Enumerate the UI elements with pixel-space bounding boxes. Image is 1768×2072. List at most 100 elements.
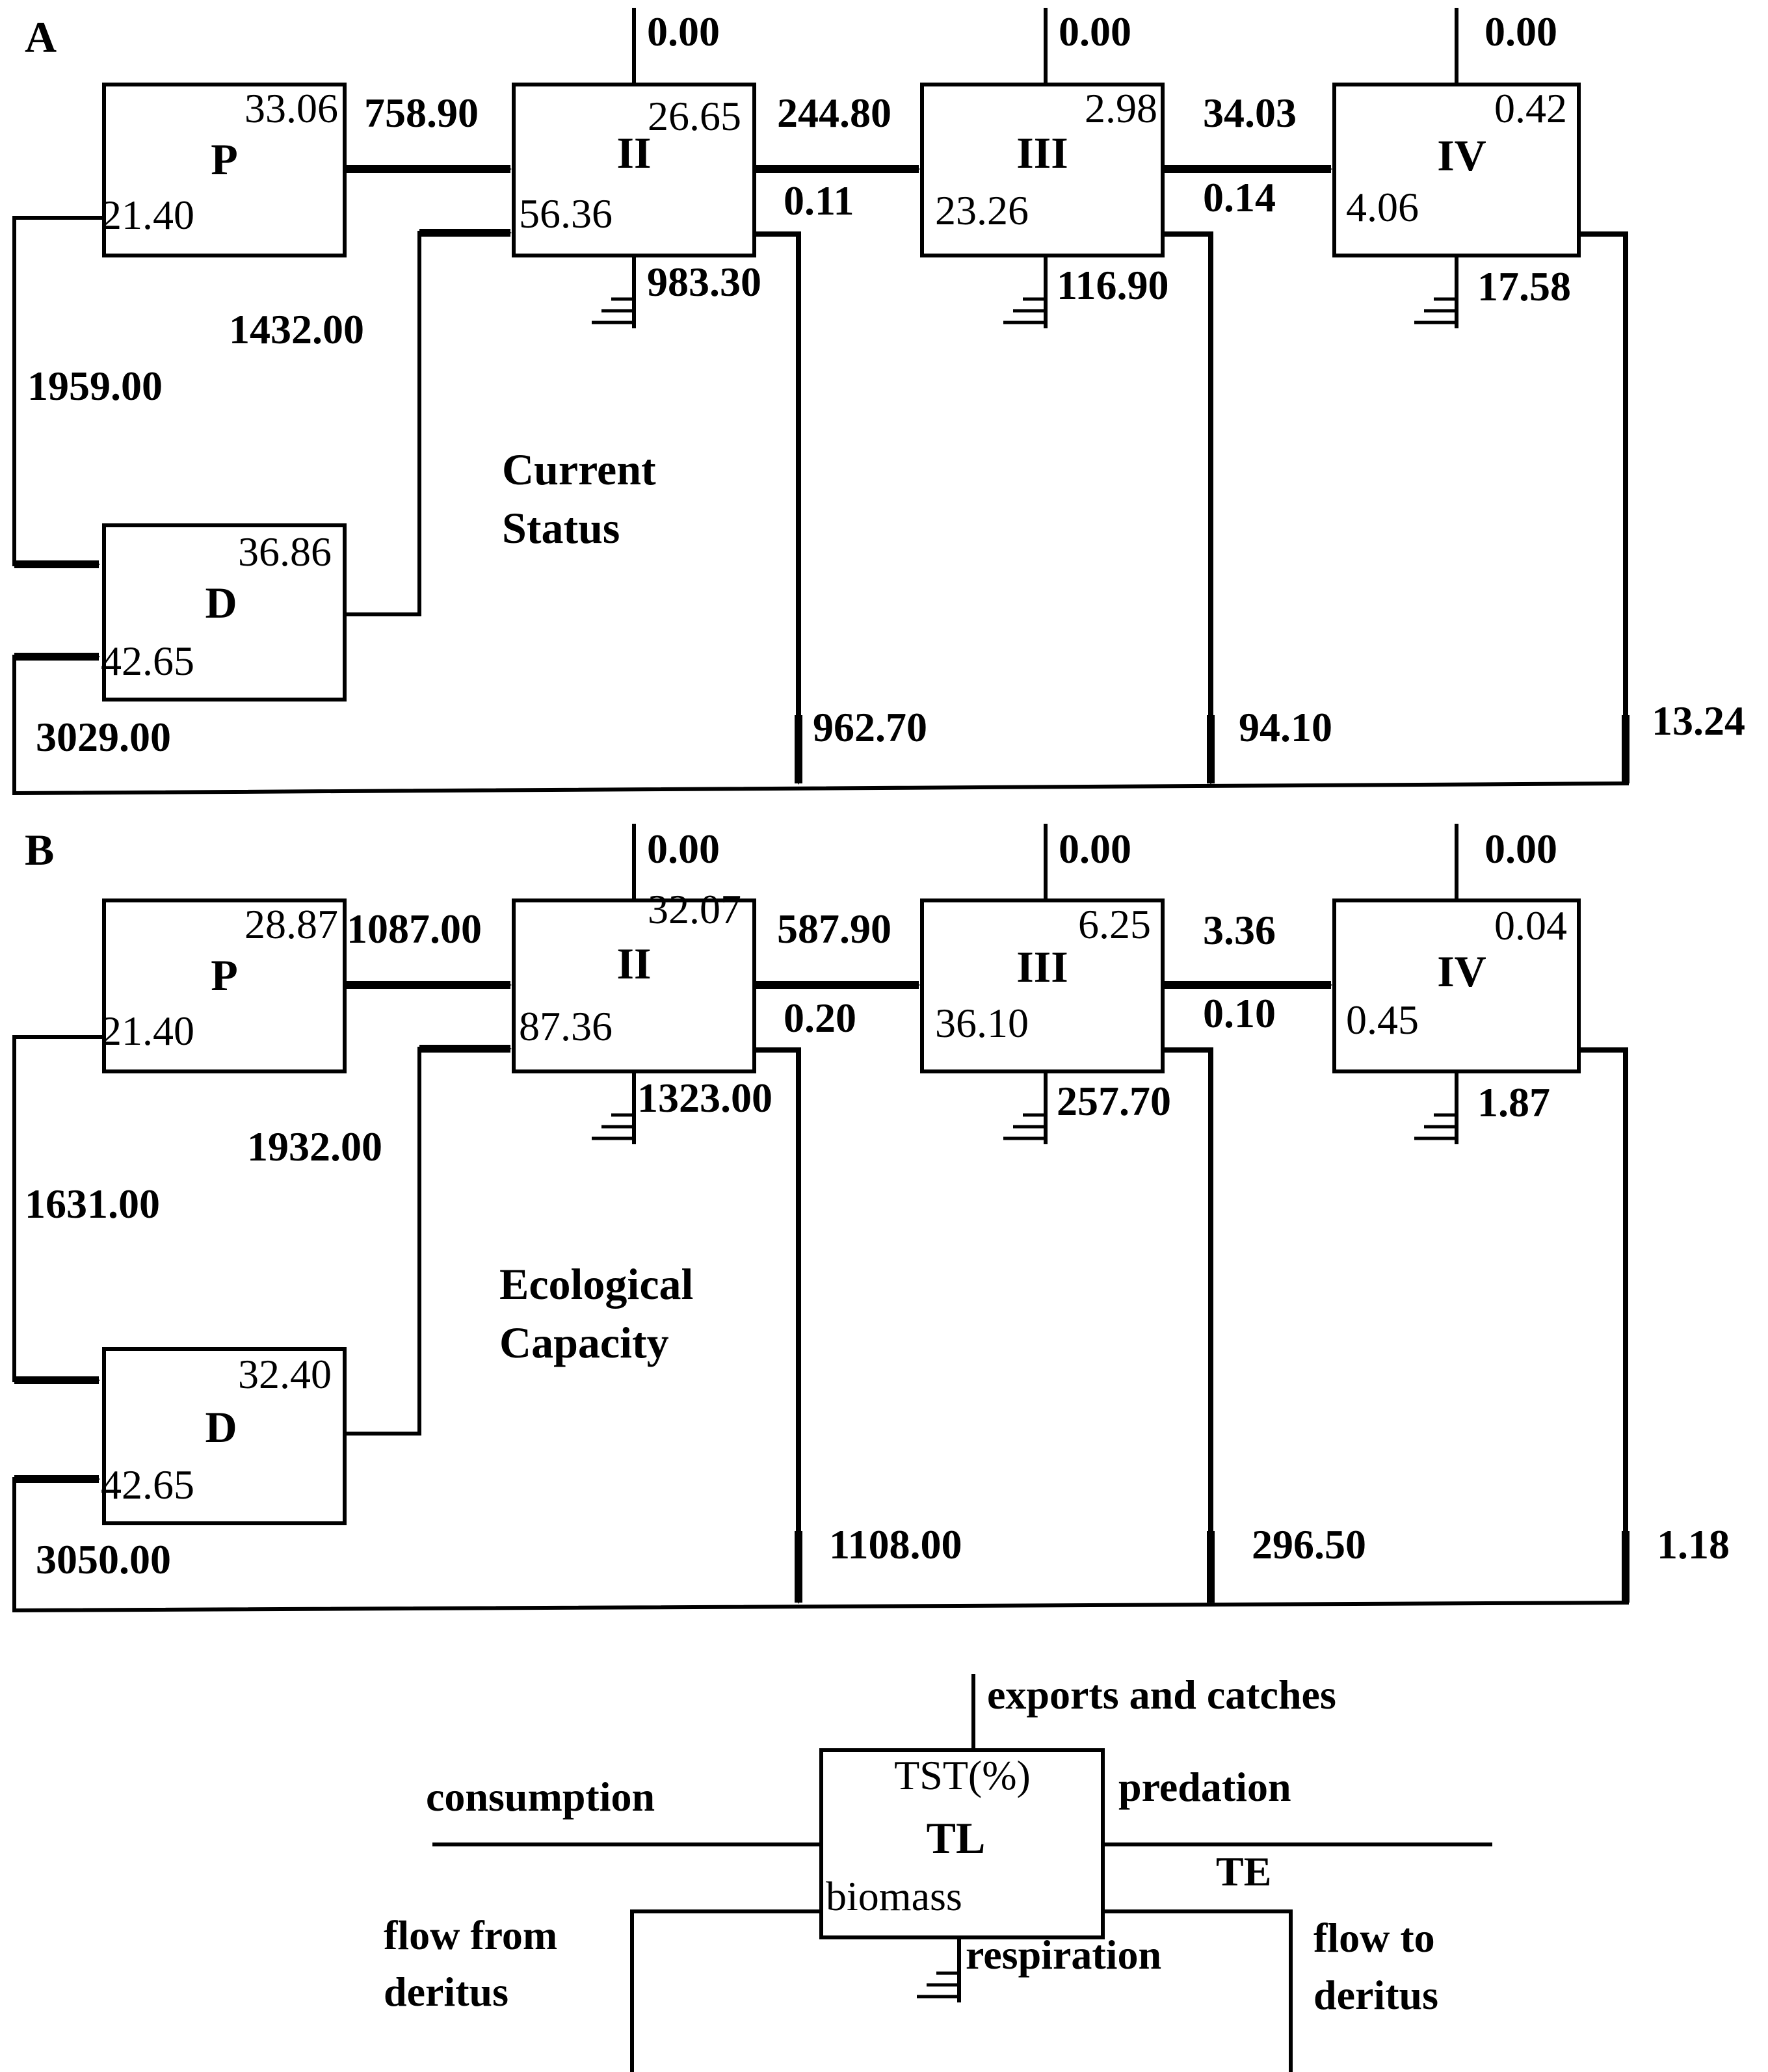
- d-label: D: [205, 578, 237, 627]
- flow-ii-to-iii-value: 587.90: [777, 906, 891, 952]
- flow-iii-to-detritus: [1163, 1047, 1213, 1577]
- p-label: P: [211, 951, 238, 1000]
- d-biomass: 42.65: [101, 1462, 194, 1508]
- legend-flow-to-2: deritus: [1313, 1972, 1438, 2018]
- iii-export: 0.00: [1059, 826, 1131, 872]
- legend-flow-from-line: [630, 1909, 821, 2072]
- legend-tl: TL: [927, 1813, 986, 1863]
- flow-ii-to-detritus: [754, 1047, 801, 1577]
- respiration-ii: [592, 1071, 636, 1144]
- legend-exports: exports and catches: [987, 1672, 1336, 1718]
- legend-flow-to-line: [1103, 1909, 1293, 2072]
- iv-biomass: 4.06: [1346, 184, 1419, 230]
- p-tst: 28.87: [244, 901, 338, 947]
- iv-to-detritus: 1.18: [1657, 1521, 1730, 1567]
- respiration-iv: [1414, 256, 1458, 328]
- legend-predation: predation: [1118, 1764, 1291, 1810]
- flow-d-to-ii: [345, 231, 455, 616]
- iv-export: 0.00: [1484, 826, 1557, 872]
- to-d-return-value: 3050.00: [36, 1536, 171, 1582]
- ii-to-detritus: 1108.00: [829, 1521, 962, 1567]
- ii-tst: 32.07: [648, 886, 741, 932]
- flow-ii-to-iii-value: 244.80: [777, 90, 891, 136]
- legend: TST(%) TL biomass exports and catches co…: [384, 1672, 1492, 2072]
- legend-respiration-symbol: [917, 1937, 961, 2002]
- flow-p-to-ii-value: 1087.00: [347, 906, 482, 952]
- panel-letter: A: [25, 12, 57, 62]
- iii-biomass: 36.10: [935, 1000, 1029, 1046]
- iv-tst: 0.04: [1494, 902, 1567, 949]
- iv-label: IV: [1437, 947, 1486, 996]
- to-d-return-value: 3029.00: [36, 714, 171, 760]
- iii-respiration: 257.70: [1057, 1078, 1171, 1124]
- iii-biomass: 23.26: [935, 187, 1029, 233]
- d-biomass: 42.65: [101, 638, 194, 684]
- iii-to-detritus: 94.10: [1239, 704, 1332, 750]
- flow-d-to-ii-value: 1432.00: [229, 306, 364, 352]
- iv-biomass: 0.45: [1346, 997, 1419, 1043]
- iii-label: III: [1016, 128, 1068, 177]
- panel-title-1: Ecological: [499, 1259, 693, 1309]
- te-ii-iii: 0.20: [784, 995, 856, 1041]
- iii-respiration: 116.90: [1057, 262, 1168, 308]
- panel-a: A 33.06 P 21.40 26.65 II 56.36 2.98 III …: [12, 8, 1745, 796]
- flow-iv-to-detritus: [1579, 1047, 1628, 1577]
- legend-flow-from-1: flow from: [384, 1912, 557, 1958]
- respiration-iv: [1414, 1071, 1458, 1144]
- ii-to-detritus: 962.70: [813, 704, 927, 750]
- te-iii-iv: 0.10: [1203, 990, 1276, 1036]
- flow-d-to-ii-value: 1932.00: [247, 1123, 382, 1170]
- iii-export: 0.00: [1059, 8, 1131, 55]
- iii-to-detritus: 296.50: [1252, 1521, 1366, 1567]
- d-tst: 36.86: [238, 529, 332, 575]
- legend-tst: TST(%): [894, 1752, 1031, 1798]
- legend-flow-from-2: deritus: [384, 1969, 508, 2015]
- panel-title-2: Status: [502, 503, 620, 553]
- detritus-return-line: [12, 1477, 1629, 1613]
- ii-tst: 26.65: [648, 93, 741, 139]
- ii-export: 0.00: [647, 8, 720, 55]
- legend-biomass: biomass: [826, 1873, 962, 1919]
- legend-flow-to-1: flow to: [1313, 1915, 1435, 1961]
- ii-biomass: 87.36: [519, 1003, 613, 1049]
- iii-tst: 6.25: [1078, 901, 1151, 947]
- flow-iii-to-iv-value: 34.03: [1203, 90, 1297, 136]
- ii-respiration: 983.30: [647, 259, 761, 305]
- p-tst: 33.06: [244, 85, 338, 131]
- te-iii-iv: 0.14: [1203, 174, 1276, 220]
- iv-to-detritus: 13.24: [1652, 698, 1745, 744]
- p-biomass: 21.40: [101, 192, 194, 238]
- legend-te: TE: [1216, 1848, 1271, 1895]
- respiration-iii: [1003, 1071, 1048, 1144]
- p-label: P: [211, 135, 238, 184]
- legend-consumption: consumption: [426, 1774, 655, 1820]
- iv-label: IV: [1437, 131, 1486, 180]
- flow-iv-to-detritus: [1579, 231, 1628, 761]
- ii-label: II: [617, 128, 652, 177]
- flow-iii-to-detritus: [1163, 231, 1213, 761]
- legend-respiration: respiration: [966, 1932, 1161, 1978]
- panel-b: B 28.87 P 21.40 32.07 II 87.36 6.25 III …: [12, 824, 1730, 1613]
- ii-export: 0.00: [647, 826, 720, 872]
- te-ii-iii: 0.11: [784, 177, 854, 224]
- flow-d-to-ii: [345, 1047, 455, 1436]
- flow-ii-to-detritus: [754, 231, 801, 761]
- p-biomass: 21.40: [101, 1008, 194, 1054]
- flow-p-to-d-value: 1631.00: [25, 1181, 160, 1227]
- iv-respiration: 17.58: [1477, 263, 1571, 309]
- flow-iii-to-iv-value: 3.36: [1203, 907, 1276, 953]
- panel-title-2: Capacity: [499, 1318, 669, 1367]
- d-label: D: [205, 1402, 237, 1452]
- iii-label: III: [1016, 942, 1068, 991]
- respiration-iii: [1003, 256, 1048, 328]
- iv-respiration: 1.87: [1477, 1079, 1550, 1125]
- d-tst: 32.40: [238, 1351, 332, 1397]
- iv-export: 0.00: [1484, 8, 1557, 55]
- ii-biomass: 56.36: [519, 190, 613, 237]
- flow-p-to-ii-value: 758.90: [364, 90, 479, 136]
- iii-tst: 2.98: [1085, 85, 1157, 131]
- node-d: [102, 1347, 347, 1525]
- iv-tst: 0.42: [1494, 85, 1567, 131]
- ii-respiration: 1323.00: [637, 1075, 772, 1121]
